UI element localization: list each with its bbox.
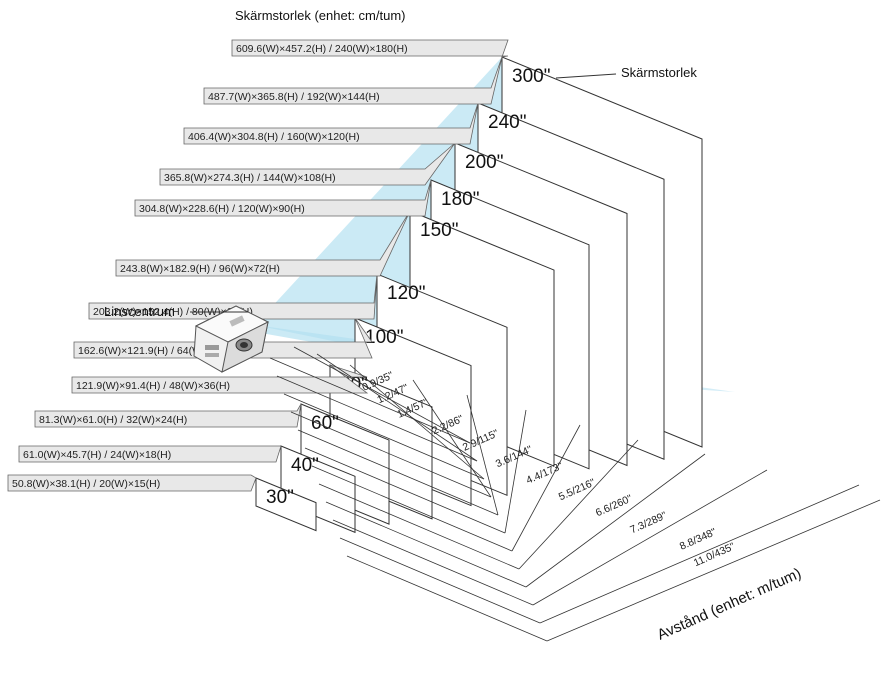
dimension-tag <box>203 56 503 105</box>
screen-size-value: 180" <box>441 189 479 210</box>
distance-value: 6.6/260" <box>594 492 635 519</box>
distance-rule-base <box>297 429 499 516</box>
screen-size-label: Skärmstorlek <box>621 65 697 80</box>
dimension-text: 487.7(W)×365.8(H) / 192(W)×144(H) <box>208 91 380 103</box>
distance-rule-base <box>325 501 527 588</box>
screen-size-value: 300" <box>512 66 550 87</box>
distance-rule <box>518 439 639 570</box>
dimension-text: 203.2(W)×152.4(H) / 80(W)×60(H) <box>93 306 253 318</box>
distance-value: 5.5/216" <box>557 476 598 503</box>
screen-panel <box>280 445 356 534</box>
dimension-tag <box>115 210 411 277</box>
screen-size-value: 40" <box>291 455 319 476</box>
screens-group: 300"240"200"180"150"120"100"80"60"40"30" <box>255 56 703 534</box>
dimension-tag <box>159 142 456 186</box>
dimension-tag <box>18 445 282 463</box>
distance-rule-base <box>318 483 520 570</box>
header-title: Skärmstorlek (enhet: cm/tum) <box>235 8 406 23</box>
dimension-tag <box>88 273 378 320</box>
distance-rule <box>316 353 478 462</box>
projector-icon <box>193 305 270 373</box>
dimension-tag <box>183 102 479 145</box>
distance-rule <box>511 424 581 552</box>
dimension-tag <box>7 474 257 492</box>
dimension-text: 365.8(W)×274.3(H) / 144(W)×108(H) <box>164 172 336 184</box>
dimension-tags: 50.8(W)×38.1(H) / 20(W)×15(H) 61.0(W)×45.… <box>7 39 509 492</box>
distance-rule <box>532 469 768 606</box>
distance-rule <box>466 394 499 516</box>
screen-size-value: 240" <box>488 112 526 133</box>
distance-rule-base <box>311 465 513 552</box>
distance-value: 4.4/173" <box>524 460 565 487</box>
distance-rule-base <box>276 375 478 462</box>
screen-size-value: 200" <box>465 152 503 173</box>
distance-axis-label: Avstånd (enhet: m/tum) <box>655 565 804 644</box>
distance-rule <box>539 484 860 624</box>
distance-rule <box>525 453 706 588</box>
screen-size-leader <box>555 73 617 79</box>
dimension-text: 50.8(W)×38.1(H) / 20(W)×15(H) <box>12 478 160 490</box>
dimension-tag <box>73 317 373 359</box>
distance-rule-base <box>332 519 534 606</box>
lens-center-label: Linscentrum <box>104 304 175 319</box>
distance-rule-base <box>290 411 492 498</box>
screen-size-value: 30" <box>266 487 294 508</box>
distance-rule <box>349 364 485 480</box>
dimension-tag <box>71 364 369 394</box>
dimension-text: 121.9(W)×91.4(H) / 48(W)×36(H) <box>76 380 230 392</box>
screen-size-value: 60" <box>311 413 339 434</box>
dimension-tag <box>134 179 432 217</box>
dimension-text: 304.8(W)×228.6(H) / 120(W)×90(H) <box>139 203 305 215</box>
distance-rule-base <box>346 555 548 642</box>
screen-panel <box>255 477 317 532</box>
dimension-text: 406.4(W)×304.8(H) / 160(W)×120(H) <box>188 131 360 143</box>
distance-rule-base <box>269 357 471 444</box>
distance-rule <box>412 379 492 498</box>
dimension-tag <box>231 39 509 58</box>
screen-size-value: 100" <box>365 327 403 348</box>
screen-size-value: 120" <box>387 283 425 304</box>
distance-rule-base <box>304 447 506 534</box>
distance-value: 7.3/289" <box>628 509 669 536</box>
dimension-text: 81.3(W)×61.0(H) / 32(W)×24(H) <box>39 414 187 426</box>
distance-rule <box>293 346 471 444</box>
distance-rule-base <box>283 393 485 480</box>
distance-rule-base <box>339 537 541 624</box>
dimension-text: 243.8(W)×182.9(H) / 96(W)×72(H) <box>120 263 280 275</box>
distance-rule <box>504 409 527 534</box>
distance-rule <box>546 499 881 642</box>
dimension-text: 61.0(W)×45.7(H) / 24(W)×18(H) <box>23 449 171 461</box>
dimension-text: 609.6(W)×457.2(H) / 240(W)×180(H) <box>236 43 408 55</box>
screen-size-value: 150" <box>420 220 458 241</box>
